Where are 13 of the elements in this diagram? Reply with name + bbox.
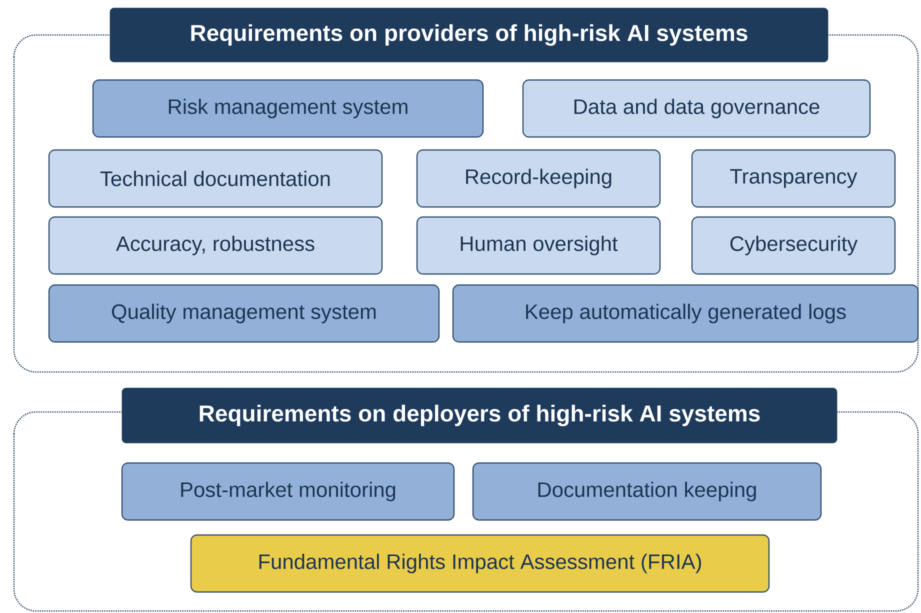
- requirement-box: Data and data governance: [522, 79, 871, 138]
- requirement-box: Quality management system: [48, 284, 440, 343]
- requirement-box: Fundamental Rights Impact Assessment (FRIA): [190, 534, 770, 593]
- requirement-box: Technical documentation: [48, 149, 383, 208]
- requirement-box: Accuracy, robustness: [48, 216, 383, 275]
- requirement-box: Documentation keeping: [472, 462, 822, 521]
- requirement-box: Transparency: [691, 149, 896, 208]
- requirement-box: Human oversight: [416, 216, 661, 275]
- requirement-box: Record-keeping: [416, 149, 661, 208]
- requirement-box: Risk management system: [92, 79, 484, 138]
- requirement-box: Keep automatically generated logs: [452, 284, 919, 343]
- requirement-box: Cybersecurity: [691, 216, 896, 275]
- requirement-box: Post-market monitoring: [121, 462, 455, 521]
